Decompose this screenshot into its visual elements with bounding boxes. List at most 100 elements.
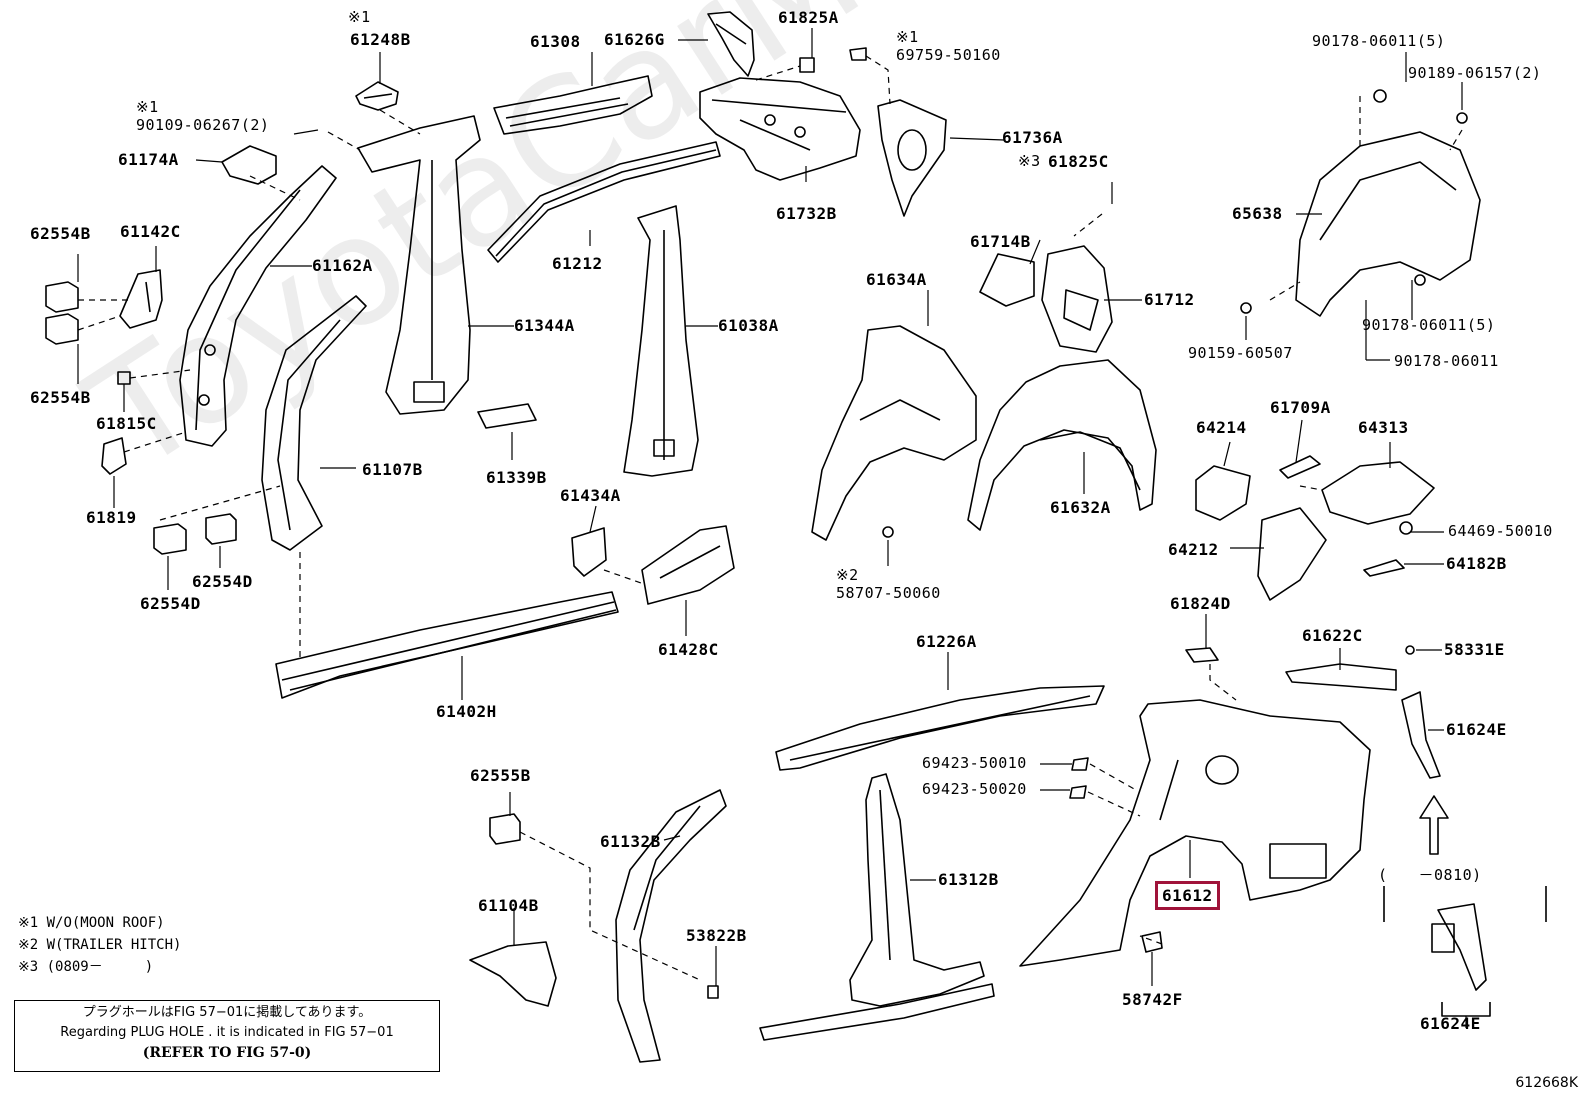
part-61162A-shape — [179, 165, 337, 447]
arrow-up-shape — [1419, 795, 1449, 855]
part-label-58331E[interactable]: 58331E — [1444, 640, 1505, 659]
part-61712-shape — [1041, 245, 1113, 353]
part-label-61212[interactable]: 61212 — [552, 254, 603, 273]
part-label-61714B[interactable]: 61714B — [970, 232, 1031, 251]
part-61709A-shape — [1279, 455, 1321, 479]
part-61226A-shape — [775, 685, 1105, 771]
part-label-61107B[interactable]: 61107B — [362, 460, 423, 479]
part-label-64212[interactable]: 64212 — [1168, 540, 1219, 559]
part-61132B-shape — [615, 789, 727, 1063]
pad-61815C — [117, 371, 131, 385]
part-61308-shape — [493, 75, 653, 135]
part-label-64214[interactable]: 64214 — [1196, 418, 1247, 437]
part-label-61632A[interactable]: 61632A — [1050, 498, 1111, 517]
part-label-61626G[interactable]: 61626G — [604, 30, 665, 49]
part-61312B-shape — [759, 773, 995, 1041]
part-64313-shape — [1321, 461, 1435, 577]
part-label-90109-06267[interactable]: 90109-06267(2) — [136, 116, 270, 134]
mark-note3: ※3 — [1018, 152, 1041, 170]
part-label-61434A[interactable]: 61434A — [560, 486, 621, 505]
part-61434A-shape — [571, 527, 607, 577]
part-label-61104B[interactable]: 61104B — [478, 896, 539, 915]
part-label-62554B-2[interactable]: 62554B — [30, 388, 91, 407]
part-label-62554D[interactable]: 62554D — [192, 572, 253, 591]
part-label-61162A[interactable]: 61162A — [312, 256, 373, 275]
pad-62554B-1 — [45, 281, 79, 313]
mark-note1: ※1 — [896, 28, 919, 46]
reference-japanese: プラグホールはFIG 57−01に掲載してあります。 — [82, 1005, 372, 1020]
part-label-64182B[interactable]: 64182B — [1446, 554, 1507, 573]
reference-box: プラグホールはFIG 57−01に掲載してあります。 Regarding PLU… — [14, 1000, 440, 1072]
part-label-61824D[interactable]: 61824D — [1170, 594, 1231, 613]
part-label-61624E-2[interactable]: 61624E — [1420, 1014, 1481, 1033]
figure-code: 612668K — [1515, 1075, 1578, 1091]
note-3: ※3 (0809－ ) — [18, 959, 154, 975]
part-61344A-shape — [357, 115, 481, 415]
part-label-61712[interactable]: 61712 — [1144, 290, 1195, 309]
range-bracket — [1383, 886, 1547, 1017]
part-label-61132B[interactable]: 61132B — [600, 832, 661, 851]
part-label-62554D-2[interactable]: 62554D — [140, 594, 201, 613]
part-label-61709A[interactable]: 61709A — [1270, 398, 1331, 417]
part-label-64469-50010[interactable]: 64469-50010 — [1448, 522, 1553, 540]
part-label-61174A[interactable]: 61174A — [118, 150, 179, 169]
part-61824D-shape — [1185, 647, 1219, 663]
part-label-61624E[interactable]: 61624E — [1446, 720, 1507, 739]
part-label-61732B[interactable]: 61732B — [776, 204, 837, 223]
reference-english: Regarding PLUG HOLE . it is indicated in… — [60, 1025, 394, 1040]
part-label-61634A[interactable]: 61634A — [866, 270, 927, 289]
part-61612-shape — [1019, 699, 1371, 967]
part-label-61248B[interactable]: 61248B — [350, 30, 411, 49]
part-61248B-shape — [355, 81, 399, 111]
part-label-65638[interactable]: 65638 — [1232, 204, 1283, 223]
part-label-61038A[interactable]: 61038A — [718, 316, 779, 335]
part-61626G-shape — [707, 11, 755, 77]
pad-61825A-shape — [799, 57, 815, 73]
part-label-61344A[interactable]: 61344A — [514, 316, 575, 335]
part-label-90159-60507[interactable]: 90159-60507 — [1188, 344, 1293, 362]
part-label-61815C[interactable]: 61815C — [96, 414, 157, 433]
part-label-90189-06157[interactable]: 90189-06157(2) — [1408, 64, 1542, 82]
mark-note1: ※1 — [136, 98, 159, 116]
reference-link[interactable]: (REFER TO FIG 57-0) — [142, 1045, 312, 1061]
part-label-61825C[interactable]: 61825C — [1048, 152, 1109, 171]
part-label-90178-06011-5[interactable]: 90178-06011(5) — [1312, 32, 1446, 50]
part-label-58707-50060[interactable]: 58707-50060 — [836, 584, 941, 602]
part-label-61402H[interactable]: 61402H — [436, 702, 497, 721]
pad-62554B-2 — [45, 313, 79, 345]
part-61402H-shape — [275, 591, 619, 699]
part-label-90178-06011-5b[interactable]: 90178-06011(5) — [1362, 316, 1496, 334]
part-label-53822B[interactable]: 53822B — [686, 926, 747, 945]
part-64214-shape — [1195, 465, 1251, 521]
part-label-69423-50010[interactable]: 69423-50010 — [922, 754, 1027, 772]
part-label-62555B[interactable]: 62555B — [470, 766, 531, 785]
part-label-64313[interactable]: 64313 — [1358, 418, 1409, 437]
part-61339B-shape — [477, 403, 537, 429]
part-label-61612-highlighted[interactable]: 61612 — [1155, 881, 1220, 910]
part-61624E-shape — [1401, 691, 1441, 779]
part-label-61226A[interactable]: 61226A — [916, 632, 977, 651]
part-label-61736A[interactable]: 61736A — [1002, 128, 1063, 147]
part-label-61428C[interactable]: 61428C — [658, 640, 719, 659]
leader-lines — [77, 28, 1467, 1028]
part-label-61622C[interactable]: 61622C — [1302, 626, 1363, 645]
part-label-61142C[interactable]: 61142C — [120, 222, 181, 241]
footnotes: ※1 W/O(MOON ROOF) ※2 W(TRAILER HITCH) ※3… — [18, 912, 181, 978]
part-61622C-shape — [1285, 645, 1415, 691]
part-label-69759-50160[interactable]: 69759-50160 — [896, 46, 1001, 64]
part-label-61819[interactable]: 61819 — [86, 508, 137, 527]
mark-note1: ※1 — [348, 8, 371, 26]
part-64212-shape — [1257, 507, 1327, 601]
part-label-61339B[interactable]: 61339B — [486, 468, 547, 487]
part-label-62554B[interactable]: 62554B — [30, 224, 91, 243]
part-label-69423-50020[interactable]: 69423-50020 — [922, 780, 1027, 798]
part-label-90178-06011[interactable]: 90178-06011 — [1394, 352, 1499, 370]
part-label-61308[interactable]: 61308 — [530, 32, 581, 51]
part-61714B-shape — [979, 253, 1035, 307]
pad-61819 — [101, 437, 127, 475]
part-label-61825A[interactable]: 61825A — [778, 8, 839, 27]
part-label-58742F[interactable]: 58742F — [1122, 990, 1183, 1009]
part-label-61312B[interactable]: 61312B — [938, 870, 999, 889]
